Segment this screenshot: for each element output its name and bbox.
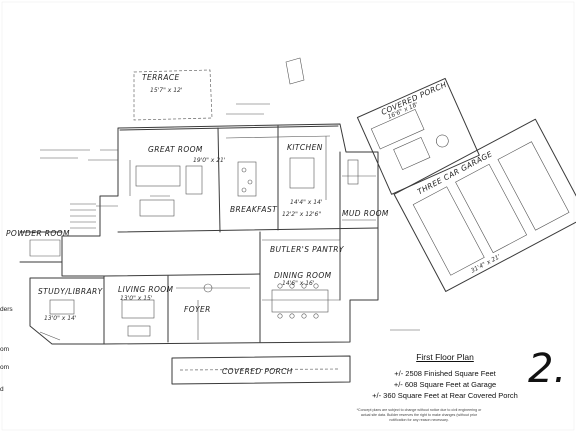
terrace-dimension: 15'7" x 12' bbox=[150, 87, 183, 94]
dining-room-furniture bbox=[271, 283, 329, 319]
great-room-label: GREAT ROOM bbox=[148, 145, 203, 154]
legend-title: First Floor Plan bbox=[416, 352, 474, 362]
living-room-furniture bbox=[121, 299, 155, 337]
rear-porch-label: COVERED PORCH bbox=[380, 80, 448, 117]
garage-label: THREE CAR GARAGE bbox=[416, 149, 494, 196]
foyer-label: FOYER bbox=[184, 305, 211, 314]
edge-text-1: ders bbox=[0, 306, 13, 313]
page-number: 2. bbox=[528, 346, 567, 392]
three-car-garage: THREE CAR GARAGE 31'4" x 21' bbox=[393, 118, 576, 292]
edge-text-3: om bbox=[0, 364, 10, 371]
legend-line-porch: +/- 360 Square Feet at Rear Covered Porc… bbox=[372, 391, 518, 400]
legend-line-garage: +/- 608 Square Feet at Garage bbox=[393, 380, 497, 389]
terrace-label: TERRACE bbox=[142, 73, 180, 82]
dining-room-label: DINING ROOM bbox=[274, 271, 332, 280]
stair-and-powder bbox=[19, 203, 96, 263]
foyer-area bbox=[176, 283, 250, 340]
kitchen-fixtures bbox=[225, 135, 331, 200]
study-label: STUDY/LIBRARY bbox=[38, 287, 104, 296]
breakfast-label: BREAKFAST bbox=[230, 205, 278, 214]
living-room-dimension: 13'0" x 15' bbox=[120, 295, 153, 302]
great-room-furniture bbox=[129, 160, 203, 217]
study-library bbox=[29, 277, 105, 345]
legend-line-finished: +/- 2508 Finished Square Feet bbox=[394, 369, 496, 378]
mud-room-label: MUD ROOM bbox=[342, 209, 389, 218]
edge-text-2: om bbox=[0, 346, 10, 353]
study-dimension: 13'0" x 14' bbox=[44, 315, 77, 322]
disclaimer-note: *Concept plans are subject to change wit… bbox=[356, 408, 482, 422]
rear-covered-porch: COVERED PORCH 16'6" x 18' bbox=[356, 77, 480, 195]
great-room-dimension: 19'0" x 21' bbox=[193, 157, 226, 164]
mud-room-area bbox=[342, 159, 376, 221]
living-room-label: LIVING ROOM bbox=[118, 285, 174, 294]
breakfast-dimension: 12'2" x 12'6" bbox=[282, 211, 321, 218]
butler-pantry-label: BUTLER'S PANTRY bbox=[270, 245, 345, 254]
dining-room-dimension: 14'6" x 16' bbox=[282, 280, 315, 287]
powder-room-label: POWDER ROOM bbox=[6, 229, 70, 238]
main-walls bbox=[61, 123, 379, 345]
handwritten-notes bbox=[40, 57, 420, 331]
front-porch-label: COVERED PORCH bbox=[222, 367, 293, 376]
floor-plan-legend: First Floor Plan +/- 2508 Finished Squar… bbox=[352, 352, 538, 401]
front-covered-porch bbox=[171, 355, 351, 385]
terrace-area: TERRACE 15'7" x 12' bbox=[133, 69, 213, 121]
edge-text-4: d bbox=[0, 386, 4, 393]
kitchen-dimension: 14'4" x 14' bbox=[290, 199, 323, 206]
kitchen-label: KITCHEN bbox=[287, 143, 323, 152]
